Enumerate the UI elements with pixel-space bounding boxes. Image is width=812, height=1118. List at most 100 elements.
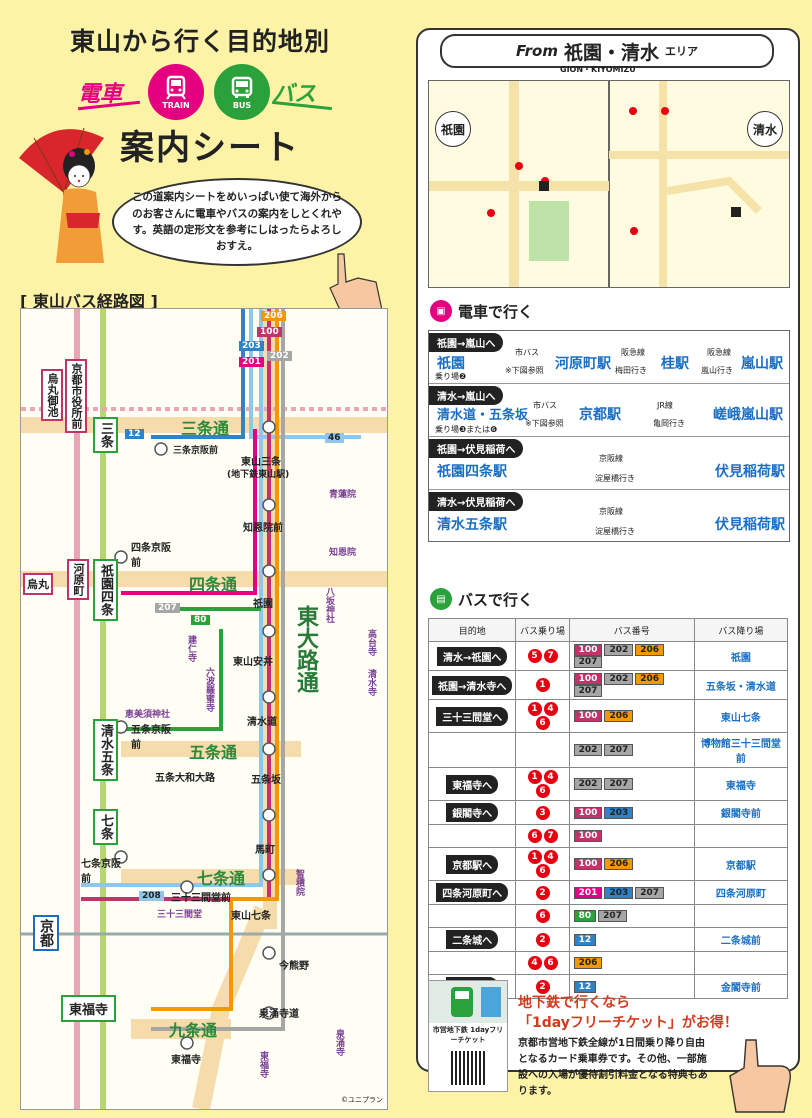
- bus-number-badge: 206: [635, 644, 665, 656]
- bus-row-alight-label: 銀閣寺前: [720, 809, 761, 820]
- stop-gojo-keihan: 五条京阪前: [131, 725, 171, 751]
- bus-number-badge: 202: [573, 778, 603, 790]
- from-prefix: From: [516, 42, 558, 60]
- bus-row-stops: [515, 732, 570, 768]
- bus-row-dest: 清水→祇園へ: [427, 641, 517, 671]
- bus-col-alight: バス降り場: [693, 618, 789, 642]
- bus-stop-marker: 1: [527, 770, 542, 784]
- bus-row-alight-label: 京都駅: [725, 860, 756, 872]
- bus-row-alight-label: 四条河原町: [715, 889, 766, 900]
- bus-col-number: バス番号: [568, 618, 695, 642]
- bus-row-dest-label: 三十三間堂へ: [436, 706, 509, 726]
- bus-row-dest-label: 京都駅へ: [446, 854, 499, 874]
- bus-208-badge: 208: [139, 891, 164, 901]
- street-gojo: 五条通: [189, 743, 238, 762]
- bus-row-alight: 東福寺: [693, 767, 789, 801]
- bus-row-alight-label: 二条城前: [720, 936, 761, 947]
- train-route-1-station2: 桂駅: [661, 356, 689, 372]
- bus-row-alight: 京都駅: [693, 847, 789, 881]
- bus-row-alight: 祇園: [693, 641, 789, 671]
- bus-number-badge: 206: [604, 710, 634, 722]
- bus-row-alight: 五条坂・清水道: [693, 670, 789, 700]
- station-gion-shijo: 祇園四条: [93, 559, 118, 621]
- train-route-2-dest: 嵯峨嵐山駅: [713, 407, 783, 423]
- bus-stop-marker: 6: [543, 956, 558, 970]
- bus-glyph-icon: [231, 76, 253, 98]
- bus-row-dest: 四条河原町へ: [427, 880, 517, 905]
- bus-row-dest: 二条城へ: [427, 927, 517, 952]
- qr-code-icon: [451, 1051, 485, 1085]
- bus-row-stops: 2: [515, 880, 570, 905]
- train-route-3: 祇園→伏見稲荷へ 祇園四条駅 京阪線 淀屋橋行き 伏見稲荷駅: [429, 437, 789, 490]
- bus-stop-marker: 4: [543, 850, 558, 864]
- train-route-3-label: 祇園→伏見稲荷へ: [429, 439, 524, 458]
- speech-bubble: この道案内シートをめいっぱい使て海外からのお客さんに電車やバスの案内をしとくれや…: [112, 178, 362, 266]
- bus-row-dest-label: 銀閣寺へ: [446, 803, 499, 822]
- bus-stop-marker: 1: [535, 678, 550, 692]
- bus-row-alight-label: 祇園: [730, 652, 751, 664]
- train-section-icon: ▣: [430, 300, 452, 322]
- stop-higashiyama-subway: (地下鉄東山駅): [227, 470, 290, 480]
- train-route-2-note: 乗り場❸または❻: [435, 425, 498, 434]
- bus-stop-marker: 5: [527, 649, 542, 663]
- bus-table-header: 目的地 バス乗り場 バス番号 バス降り場: [427, 618, 789, 642]
- bus-stop-marker: 6: [535, 864, 550, 878]
- train-route-4-sub: 淀屋橋行き: [595, 527, 635, 536]
- stop-shijo-keihan: 四条京阪前: [131, 543, 171, 569]
- landmark-yasaka: 八坂神社: [324, 587, 334, 623]
- station-tofukuji: 東福寺: [61, 995, 117, 1022]
- station-kawaramachi: 河原町: [67, 559, 89, 600]
- bus-stop-marker: 1: [527, 702, 542, 716]
- bus-row-alight: 金閣寺前: [693, 974, 789, 999]
- bus-row-dest-label: 二条城へ: [446, 930, 499, 949]
- bus-207-badge: 207: [155, 603, 180, 613]
- bus-row-dest: [427, 824, 517, 848]
- train-route-4-from: 清水五条駅: [437, 517, 507, 533]
- train-icon-text: TRAIN: [162, 100, 190, 110]
- bus-row-alight: 東山七条: [693, 699, 789, 733]
- bus-row-dest-label: 四条河原町へ: [436, 883, 509, 902]
- train-route-4-dest: 伏見稲荷駅: [715, 517, 785, 533]
- street-shijo: 四条通: [189, 575, 238, 594]
- bus-row-alight: 四条河原町: [693, 880, 789, 905]
- maiko-illustration-icon: [19, 127, 104, 263]
- bus-row-dest: 京都駅へ: [427, 847, 517, 881]
- route-map: 三条通 四条通 五条通 七条通 九条通 東大路通 三条京阪前 東山三条 (地下鉄…: [20, 308, 388, 1110]
- bus-number-badge: 12: [573, 980, 597, 993]
- landmark-rokuharamitsuji: 六波羅蜜寺: [204, 667, 214, 712]
- landmark-kenninji: 建仁寺: [186, 635, 196, 662]
- street-kujo: 九条通: [169, 1021, 218, 1040]
- bus-row-numbers: 206: [568, 951, 695, 975]
- bus-row-alight: [693, 824, 789, 848]
- bus-number-badge: 100: [573, 806, 603, 819]
- train-route-3-from: 祇園四条駅: [437, 464, 507, 480]
- bus-12-badge: 12: [125, 429, 144, 439]
- local-map-gion-label: 祇園: [435, 111, 471, 147]
- bus-stop-marker: 6: [527, 829, 542, 843]
- bus-100-badge: 100: [257, 327, 282, 337]
- page-subtitle: 案内シート: [120, 128, 300, 168]
- bus-stop-marker: 2: [535, 932, 550, 947]
- bus-stop-marker: 7: [543, 649, 558, 663]
- bus-203-badge: 203: [239, 341, 264, 351]
- ticket-card-image: [429, 981, 507, 1023]
- bus-row-alight: [693, 904, 789, 928]
- local-area-maps: 祇園 清水: [428, 80, 790, 288]
- stop-gion: 祇園: [253, 599, 273, 610]
- train-route-4-label: 清水→伏見稲荷へ: [429, 492, 524, 511]
- bus-col-stop: バス乗り場: [515, 618, 570, 642]
